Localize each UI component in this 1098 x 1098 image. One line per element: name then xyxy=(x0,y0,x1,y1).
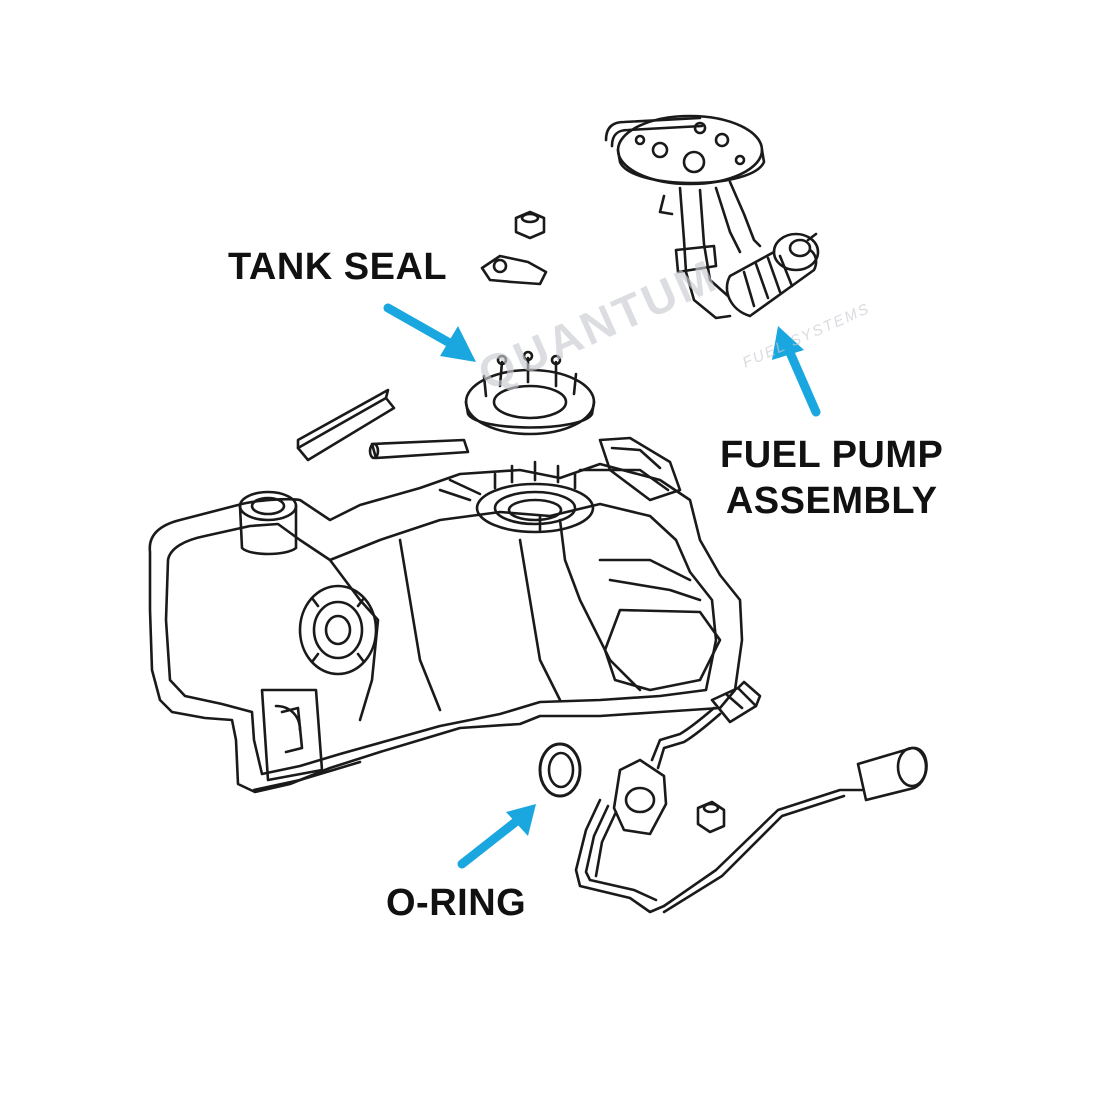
tank-seal-label: TANK SEAL xyxy=(228,246,448,288)
retainer-bracket xyxy=(480,254,548,286)
support-bar xyxy=(296,388,396,462)
tank-seal-ring xyxy=(464,350,596,436)
fuel-level-sender xyxy=(574,680,928,914)
arrow-tank-seal xyxy=(383,303,476,362)
arrow-fuel-pump xyxy=(772,326,821,417)
fuel-tank xyxy=(148,436,744,794)
fuel-pump-assembly-label: FUEL PUMP ASSEMBLY xyxy=(720,432,943,524)
arrow-o-ring xyxy=(457,804,536,869)
fuel-pump-label-line2: ASSEMBLY xyxy=(725,480,938,522)
fuel-pump-assembly xyxy=(604,114,820,320)
o-ring-label: O-RING xyxy=(386,882,527,924)
o-ring xyxy=(538,742,582,798)
lock-nut xyxy=(514,210,546,240)
filter-tube xyxy=(368,438,470,460)
fuel-pump-label-line1: FUEL PUMP xyxy=(720,434,944,476)
